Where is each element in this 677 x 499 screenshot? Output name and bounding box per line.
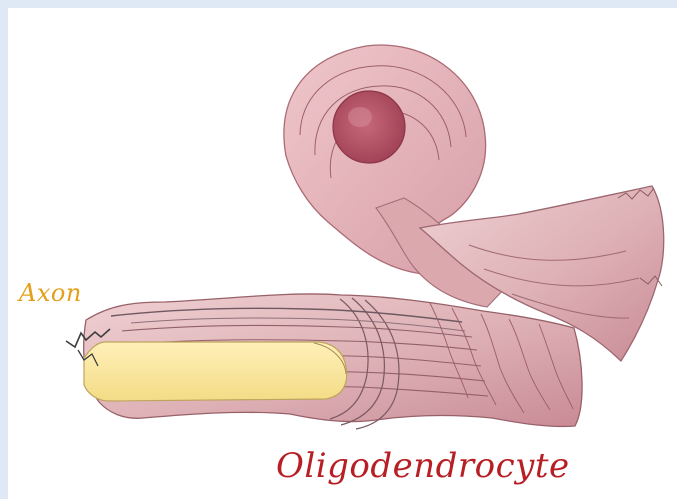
- nucleus: [333, 91, 405, 163]
- axon-label: Axon: [19, 279, 82, 307]
- oligodendrocyte-label: Oligodendrocyte: [276, 446, 570, 486]
- nucleus-highlight: [348, 107, 372, 127]
- axon-core: [84, 342, 347, 401]
